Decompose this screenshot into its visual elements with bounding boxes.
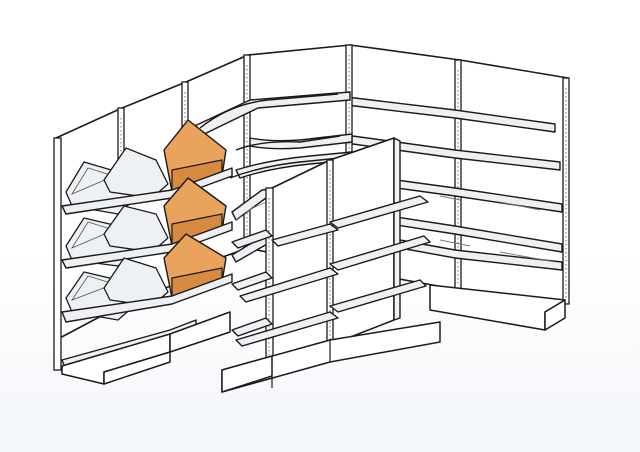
- left-wall-end-upright: [53, 137, 62, 371]
- gondola-left-shelf-1: [231, 229, 273, 249]
- gondola-left-shelf-3: [231, 317, 273, 337]
- gondola-shelf-2: [329, 235, 431, 271]
- bin-row-1: [61, 119, 233, 215]
- bin-glass-2-2[interactable]: [103, 205, 169, 253]
- right-wall-end-upright: [562, 77, 570, 305]
- left-wall-base-2: [169, 311, 231, 353]
- gondola-panel-1: [271, 159, 331, 373]
- gondola-shelf-1: [329, 195, 429, 229]
- bin-glass-1-2[interactable]: [103, 147, 169, 199]
- bin-row-2: [61, 177, 233, 269]
- gondola-left-shelf-2: [231, 271, 273, 291]
- left-wall-unit: [53, 81, 233, 385]
- bin-glass-3-2[interactable]: [103, 257, 169, 307]
- bin-row-3: [61, 233, 233, 323]
- gondola-panel-2: [329, 137, 395, 346]
- gondola-shelf-3: [329, 279, 427, 313]
- island-gondola: [221, 137, 441, 393]
